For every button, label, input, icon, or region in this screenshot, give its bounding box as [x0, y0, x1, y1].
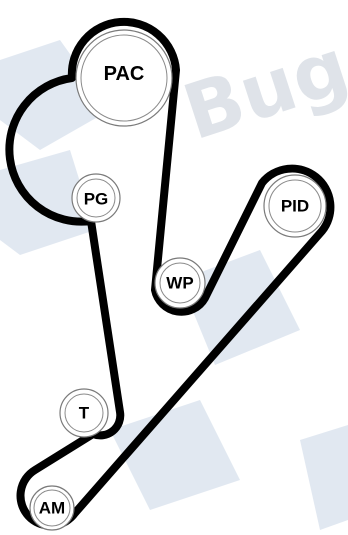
- pulley-t-label: T: [79, 404, 90, 423]
- pulley-wp-label: WP: [166, 274, 193, 293]
- pulley-am-hub: [33, 489, 71, 527]
- watermark-shape-1: [0, 40, 110, 150]
- pulley-pid-label: PID: [281, 197, 309, 216]
- drive-belt: [5, 17, 335, 530]
- pulley-am: AM: [29, 485, 75, 531]
- pulley-pg-label: PG: [84, 190, 109, 209]
- watermark-shape-3: [180, 250, 300, 365]
- watermark-shape-2: [0, 150, 95, 255]
- watermark-shape-4: [110, 400, 240, 510]
- pulley-wp-hub: [159, 262, 201, 304]
- pulley-t-hub: [64, 393, 104, 433]
- pulley-pac-label: PAC: [104, 63, 145, 85]
- pulley-pac: PAC: [75, 29, 173, 127]
- watermark-shape-5: [300, 425, 348, 530]
- watermark: Bug: [0, 21, 348, 530]
- watermark-text: Bug: [173, 21, 348, 157]
- pulley-wp: WP: [154, 257, 206, 309]
- pulley-pid: PID: [263, 174, 327, 238]
- pulley-pg-hub: [76, 178, 116, 218]
- pulley-pac-hub: [80, 34, 168, 122]
- pulley-am-label: AM: [39, 499, 65, 518]
- pulley-pg: PG: [71, 173, 121, 223]
- pulley-pid-hub: [268, 179, 322, 233]
- pulley-t: T: [59, 388, 109, 438]
